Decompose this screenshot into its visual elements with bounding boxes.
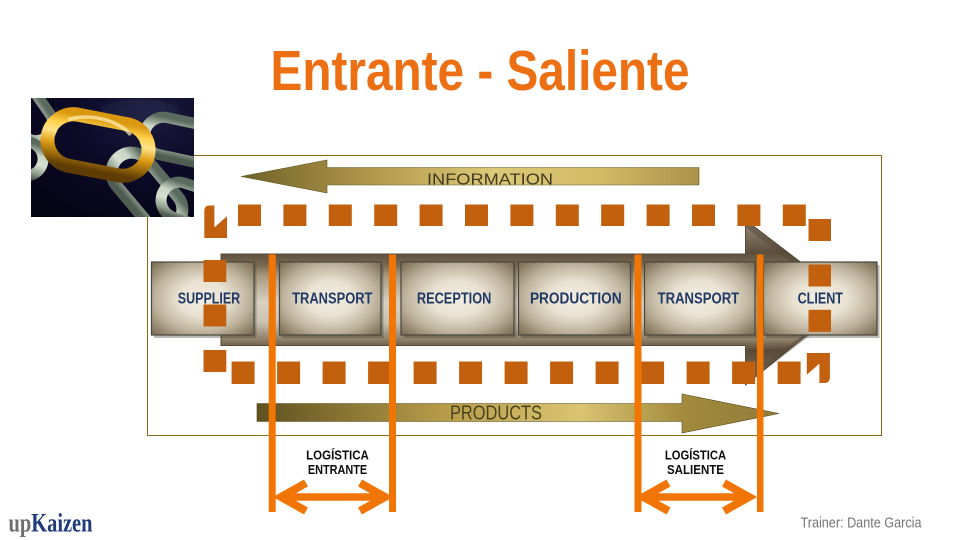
svg-text:ENTRANTE: ENTRANTE	[308, 462, 368, 477]
svg-text:Trainer: Dante Garcia: Trainer: Dante Garcia	[801, 516, 923, 532]
svg-text:RECEPTION: RECEPTION	[417, 291, 492, 308]
svg-text:upKaizen: upKaizen	[9, 509, 93, 538]
svg-text:CLIENT: CLIENT	[798, 291, 844, 308]
svg-text:LOGÍSTICA: LOGÍSTICA	[665, 448, 727, 463]
svg-text:LOGÍSTICA: LOGÍSTICA	[306, 448, 369, 463]
svg-text:SALIENTE: SALIENTE	[667, 462, 724, 477]
svg-text:TRANSPORT: TRANSPORT	[292, 291, 372, 308]
svg-text:PRODUCTS: PRODUCTS	[450, 403, 542, 425]
svg-text:SUPPLIER: SUPPLIER	[178, 291, 241, 308]
svg-text:PRODUCTION: PRODUCTION	[530, 291, 622, 308]
svg-text:TRANSPORT: TRANSPORT	[658, 291, 740, 308]
svg-text:INFORMATION: INFORMATION	[427, 172, 553, 189]
svg-text:Entrante - Saliente: Entrante - Saliente	[271, 39, 690, 103]
